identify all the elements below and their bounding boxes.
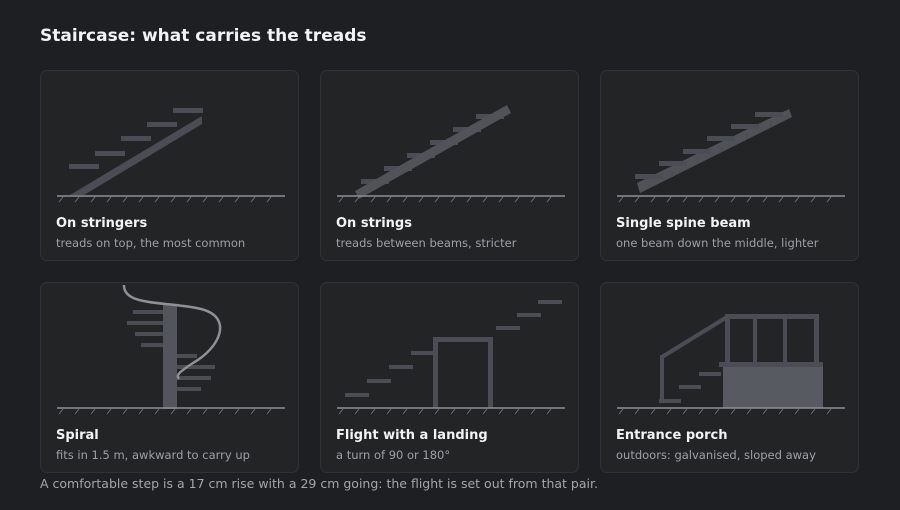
porch-illustration <box>617 314 845 415</box>
card-label: Single spine beam <box>616 216 751 231</box>
staircase-types-grid: On stringers treads on top, the most com… <box>40 70 860 474</box>
card-description: outdoors: galvanised, sloped away <box>616 448 816 462</box>
spiral-illustration <box>57 284 285 415</box>
card-single-spine-beam[interactable]: Single spine beam one beam down the midd… <box>600 70 859 261</box>
strings-illustration <box>337 105 565 203</box>
card-label: Entrance porch <box>616 428 728 443</box>
footnote: A comfortable step is a 17 cm rise with … <box>40 476 598 491</box>
card-on-stringers[interactable]: On stringers treads on top, the most com… <box>40 70 299 261</box>
card-spiral[interactable]: Spiral fits in 1.5 m, awkward to carry u… <box>40 282 299 473</box>
card-description: treads between beams, stricter <box>336 236 517 250</box>
card-label: On stringers <box>56 216 148 231</box>
landing-illustration <box>337 300 565 415</box>
stringers-illustration <box>57 108 285 203</box>
card-label: On strings <box>336 216 412 231</box>
page-title: Staircase: what carries the treads <box>40 26 367 46</box>
card-description: treads on top, the most common <box>56 236 246 250</box>
card-label: Flight with a landing <box>336 428 488 443</box>
card-description: a turn of 90 or 180° <box>336 448 451 462</box>
card-on-strings[interactable]: On strings treads between beams, stricte… <box>320 70 579 261</box>
card-description: fits in 1.5 m, awkward to carry up <box>56 448 250 462</box>
card-entrance-porch[interactable]: Entrance porch outdoors: galvanised, slo… <box>600 282 859 473</box>
spine-beam-illustration <box>617 109 845 203</box>
card-label: Spiral <box>56 428 99 443</box>
card-flight-with-landing[interactable]: Flight with a landing a turn of 90 or 18… <box>320 282 579 473</box>
card-description: one beam down the middle, lighter <box>616 236 819 250</box>
